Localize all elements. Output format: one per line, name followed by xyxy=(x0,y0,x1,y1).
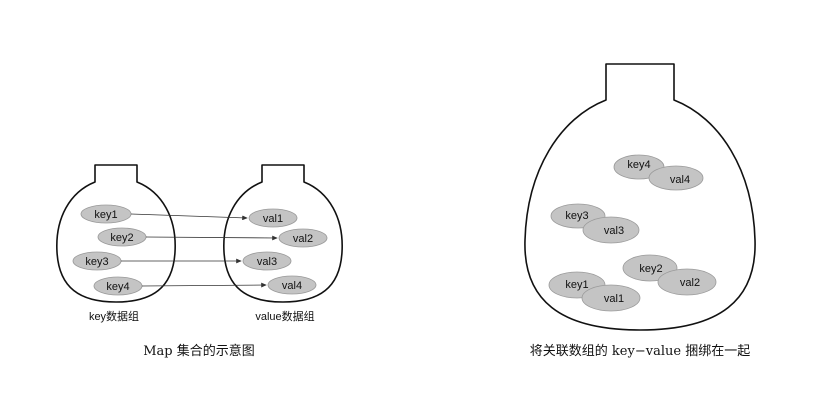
arrow-key4-val4 xyxy=(141,282,267,288)
val1-label: val1 xyxy=(263,213,283,225)
val4-oval xyxy=(267,275,317,295)
key3-label: key3 xyxy=(85,256,108,268)
val3-label: val3 xyxy=(257,256,277,268)
pair4-key-label: key4 xyxy=(627,159,650,171)
combined-bag: key4 val4 key3 val3 key2 val2 key1 val1 xyxy=(524,63,756,331)
value-bag-label: value数据组 xyxy=(255,309,314,323)
val2-oval xyxy=(278,228,328,248)
left-caption: Map 集合的示意图 xyxy=(143,343,255,359)
right-caption: 将关联数组的 key−value 捆绑在一起 xyxy=(530,343,750,359)
arrow-key1-val1 xyxy=(130,213,248,221)
pair3-value-oval xyxy=(582,216,640,244)
pair4-value-label: val4 xyxy=(670,174,690,186)
key-bag-label: key数据组 xyxy=(89,309,139,323)
pair1-value-oval xyxy=(581,284,641,312)
pair1-value-label: val1 xyxy=(604,293,624,305)
pair2-key-label: key2 xyxy=(639,263,662,275)
val3-oval xyxy=(242,251,292,271)
mapping-arrows xyxy=(121,213,278,288)
val1-oval xyxy=(248,208,298,228)
value-bag: val1 val2 val3 val4 xyxy=(223,164,343,303)
key-bag: key1 key2 key3 key4 xyxy=(56,164,176,303)
pair2-value-label: val2 xyxy=(680,277,700,289)
pair3-key-label: key3 xyxy=(565,210,588,222)
pair4-value-oval xyxy=(648,165,704,191)
pair1-key-label: key1 xyxy=(565,279,588,291)
val2-label: val2 xyxy=(293,233,313,245)
key4-label: key4 xyxy=(106,281,129,293)
pair2-value-oval xyxy=(657,268,717,296)
val4-label: val4 xyxy=(282,280,302,292)
key1-label: key1 xyxy=(94,209,117,221)
arrow-key2-val2 xyxy=(145,235,278,241)
key2-label: key2 xyxy=(110,232,133,244)
pair3-value-label: val3 xyxy=(604,225,624,237)
